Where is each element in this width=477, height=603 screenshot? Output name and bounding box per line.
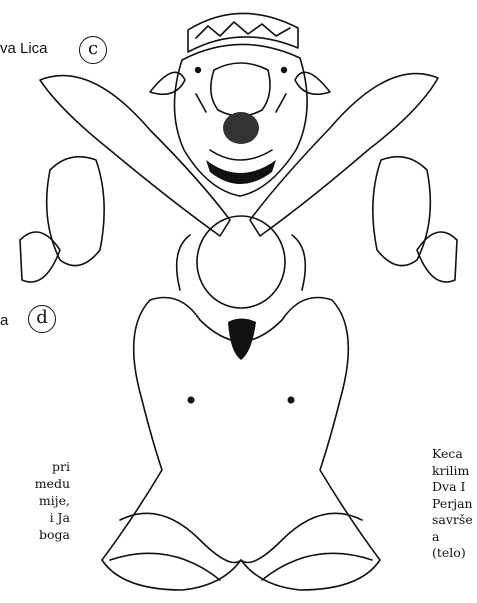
right-text-block: Keca krilim Dva I Perjan savrše a (telo) — [432, 446, 477, 562]
left-wing — [40, 76, 230, 236]
left-panel — [47, 157, 105, 266]
right-text-line: (telo) — [432, 545, 477, 562]
right-text-line: Keca — [432, 446, 477, 463]
left-text-line: pri — [0, 458, 70, 475]
label-d-circle: d — [28, 305, 56, 333]
right-wing — [250, 74, 438, 236]
left-text-block: pri medu mije, i Ja boga — [0, 458, 70, 543]
left-text-line: i Ja — [0, 509, 70, 526]
right-text-line: a — [432, 529, 477, 546]
left-text-line: medu — [0, 475, 70, 492]
mouth-dark-shape — [228, 319, 256, 361]
right-text-line: savrše — [432, 512, 477, 529]
right-text-line: Dva I — [432, 479, 477, 496]
right-panel — [373, 157, 431, 266]
right-text-line: Perjan — [432, 496, 477, 513]
label-c-text: va Lica — [0, 40, 48, 57]
label-c-circle: c — [79, 36, 107, 64]
right-text-line: krilim — [432, 463, 477, 480]
left-text-line: boga — [0, 526, 70, 543]
label-d-text: a — [0, 312, 8, 329]
left-text-line: mije, — [0, 492, 70, 509]
chest-circle — [197, 216, 285, 308]
